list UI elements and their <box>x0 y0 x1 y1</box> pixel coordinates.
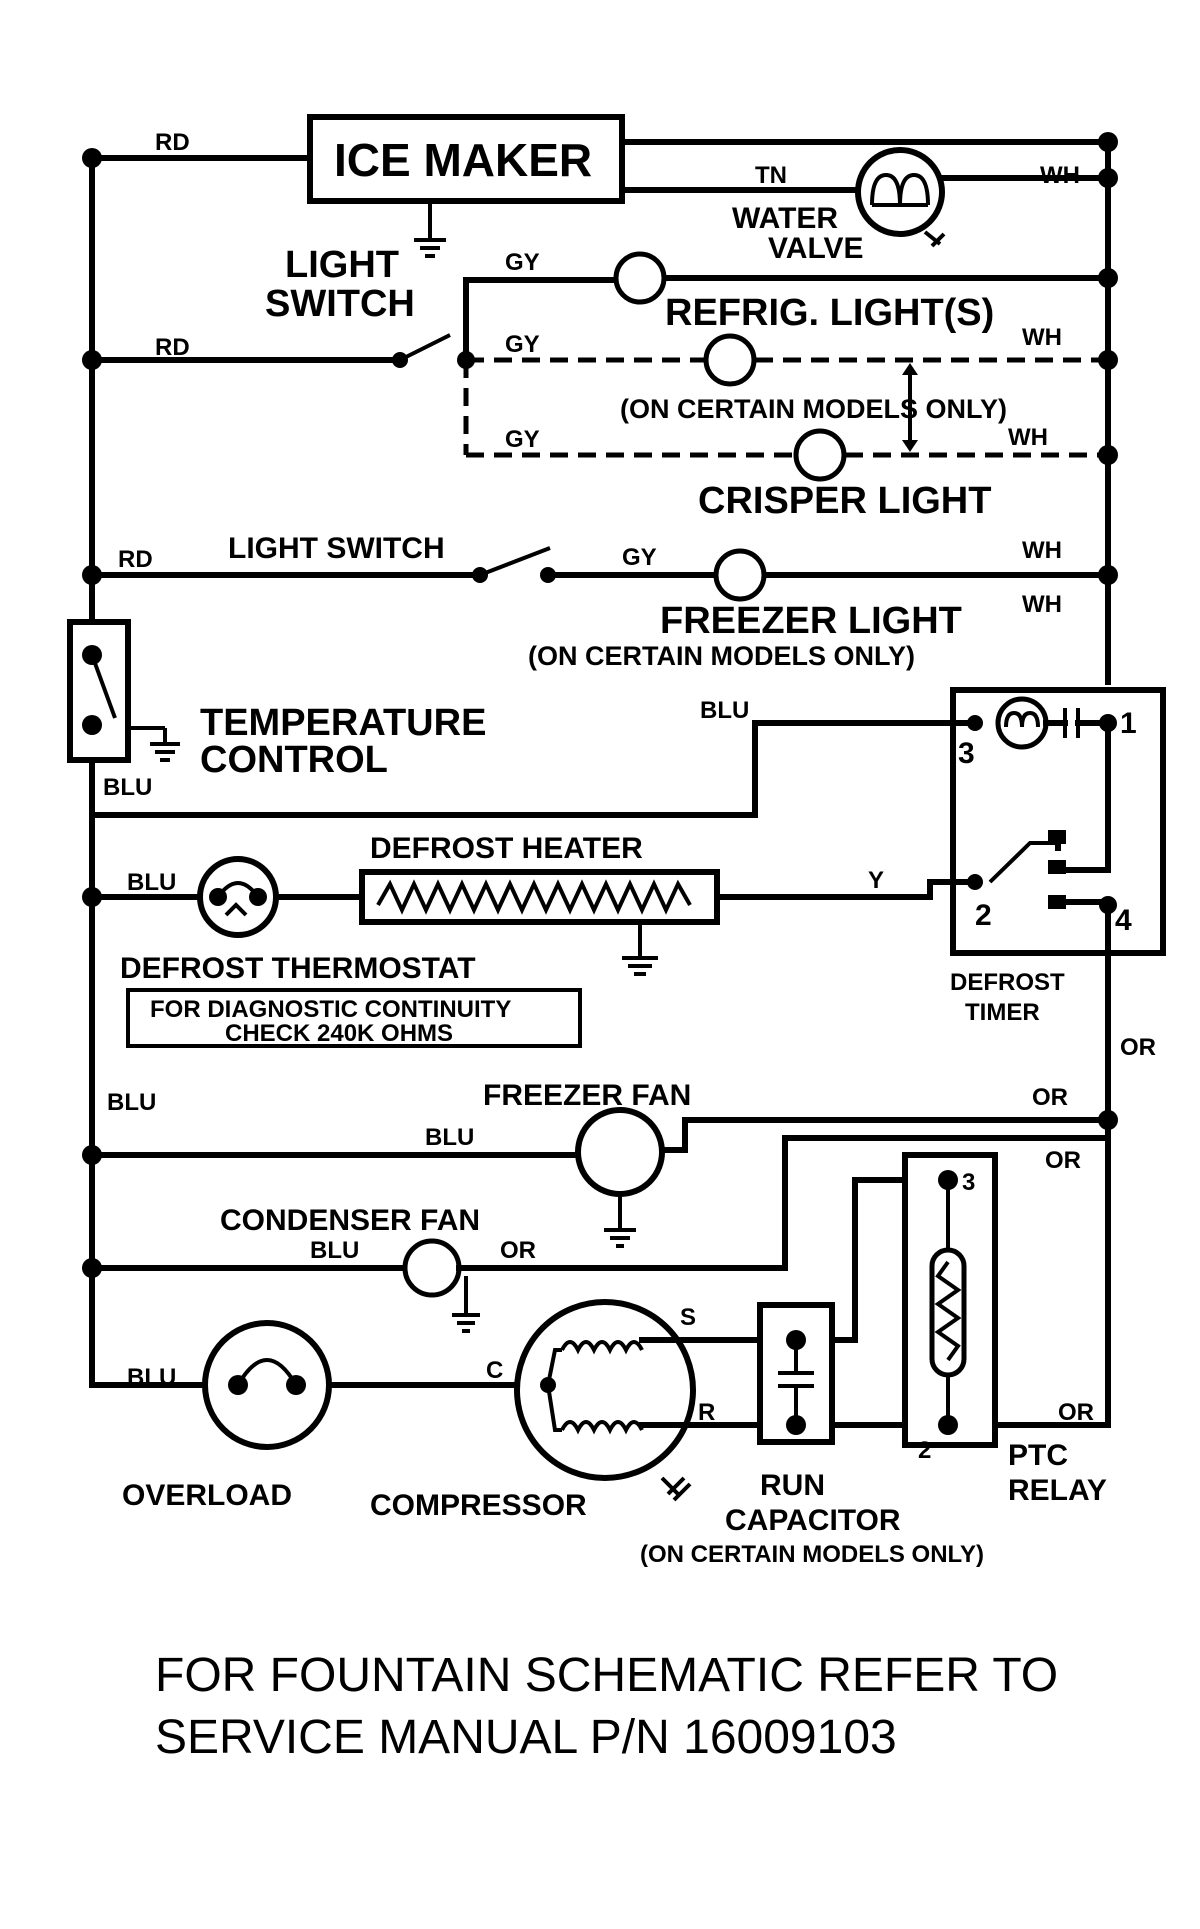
water-valve-label-2: VALVE <box>768 232 864 265</box>
overload-label: OVERLOAD <box>122 1479 292 1512</box>
wire-label-blu-6: BLU <box>310 1237 359 1264</box>
wire-label-gy-4: GY <box>622 544 657 571</box>
wire-label-gy-1: GY <box>505 249 540 276</box>
wire-label-blu-5: BLU <box>425 1124 474 1151</box>
wire-label-wh-4: WH <box>1022 537 1062 564</box>
freezer-fan-label: FREEZER FAN <box>483 1079 691 1112</box>
run-capacitor-label-2: CAPACITOR <box>725 1504 901 1537</box>
terminal-label-r: R <box>698 1399 715 1426</box>
ptc-relay-icon <box>852 1152 1111 1448</box>
ptc-relay-label-1: PTC <box>1008 1439 1068 1472</box>
condenser-fan-label: CONDENSER FAN <box>220 1204 480 1237</box>
diagnostic-note-line-1: FOR DIAGNOSTIC CONTINUITY <box>150 996 511 1023</box>
footer-line-1: FOR FOUNTAIN SCHEMATIC REFER TO <box>155 1649 1059 1702</box>
crisper-light-label: CRISPER LIGHT <box>698 480 991 522</box>
light-switch-2-label: LIGHT SWITCH <box>228 532 445 565</box>
diagnostic-note-box <box>126 988 582 1048</box>
condenser-fan-circuit <box>82 1135 1111 1333</box>
wire-label-wh-5: WH <box>1022 591 1062 618</box>
timer-terminal-2: 2 <box>975 899 992 932</box>
wire-label-wh-1: WH <box>1040 162 1080 189</box>
wire-label-rd-3: RD <box>118 546 153 573</box>
footer-note: FOR FOUNTAIN SCHEMATIC REFER TO SERVICE … <box>155 1645 1058 1769</box>
ice-maker-circuit <box>82 114 1118 258</box>
defrost-heater-circuit <box>82 856 978 1048</box>
compressor-icon <box>514 1299 696 1481</box>
defrost-timer-box <box>950 687 1166 956</box>
wire-label-blu-2: BLU <box>700 697 749 724</box>
defrost-timer-label-2: TIMER <box>965 999 1040 1026</box>
wire-label-gy-3: GY <box>505 426 540 453</box>
diagnostic-note-line-2: CHECK 240K OHMS <box>225 1020 453 1047</box>
defrost-timer-circuit <box>89 687 1166 956</box>
defrost-thermostat-label: DEFROST THERMOSTAT <box>120 952 476 985</box>
ice-maker-label: ICE MAKER <box>334 134 592 186</box>
defrost-timer-label-1: DEFROST <box>950 969 1065 996</box>
light-switch-label-1: LIGHT <box>285 244 399 286</box>
timer-terminal-3: 3 <box>958 737 975 770</box>
terminal-numbers: 1 3 2 4 3 2 <box>918 707 1137 1464</box>
refrig-light-circuit <box>82 251 1118 482</box>
wire-label-or-3: OR <box>1045 1147 1081 1174</box>
freezer-fan-circuit <box>82 1107 1118 1248</box>
terminal-label-c: C <box>486 1357 503 1384</box>
water-valve-label-1: WATER <box>732 202 838 235</box>
compressor-label: COMPRESSOR <box>370 1489 587 1522</box>
wire-label-or-4: OR <box>500 1237 536 1264</box>
timer-terminal-1: 1 <box>1120 707 1137 740</box>
component-labels: ICE MAKER WATER VALVE LIGHT SWITCH REFRI… <box>120 134 1107 1568</box>
wire-label-blu-7: BLU <box>127 1364 176 1391</box>
freezer-light-circuit <box>82 546 1118 602</box>
freezer-light-bulb-icon <box>713 548 767 602</box>
compressor-circuit <box>89 1299 803 1502</box>
wire-label-wh-2: WH <box>1022 324 1062 351</box>
condenser-fan-icon <box>402 1238 462 1298</box>
certain-models-label-2: (ON CERTAIN MODELS ONLY) <box>528 641 915 671</box>
wire-label-rd-1: RD <box>155 129 190 156</box>
freezer-fan-icon <box>575 1107 665 1197</box>
wire-label-blu-3: BLU <box>127 869 176 896</box>
wire-label-tn: TN <box>755 162 787 189</box>
timer-terminal-4: 4 <box>1115 904 1132 937</box>
refrig-light-bulb-icon <box>613 251 667 305</box>
crisper-light-bulb-icon <box>793 428 847 482</box>
overload-icon <box>202 1320 332 1450</box>
water-valve-icon <box>855 147 946 248</box>
certain-models-label-1: (ON CERTAIN MODELS ONLY) <box>620 394 1007 424</box>
ice-maker-box <box>307 114 625 204</box>
wire-label-blu-1: BLU <box>103 774 152 801</box>
certain-models-label-3: (ON CERTAIN MODELS ONLY) <box>640 1541 984 1568</box>
temperature-control-label-1: TEMPERATURE <box>200 702 486 744</box>
light-switch-label-2: SWITCH <box>265 283 415 325</box>
run-capacitor-icon <box>757 1302 951 1445</box>
temperature-control-label-2: CONTROL <box>200 739 388 781</box>
wire-label-y: Y <box>868 867 884 894</box>
wire-label-or-2: OR <box>1032 1084 1068 1111</box>
timer-motor-icon <box>995 696 1049 750</box>
temperature-control-icon <box>67 619 180 763</box>
refrig-light-2-bulb-icon <box>703 333 757 387</box>
defrost-heater-label: DEFROST HEATER <box>370 832 643 865</box>
wire-label-or-1: OR <box>1120 1034 1156 1061</box>
wire-label-blu-4: BLU <box>107 1089 156 1116</box>
ptc-relay-label-2: RELAY <box>1008 1474 1107 1507</box>
wire-label-wh-3: WH <box>1008 424 1048 451</box>
wire-label-gy-2: GY <box>505 331 540 358</box>
wire-label-rd-2: RD <box>155 334 190 361</box>
terminal-label-s: S <box>680 1304 696 1331</box>
wire-label-or-5: OR <box>1058 1399 1094 1426</box>
run-capacitor-label-1: RUN <box>760 1469 825 1502</box>
footer-line-2: SERVICE MANUAL P/N 16009103 <box>155 1711 897 1764</box>
wire-color-labels: RD TN WH GY RD GY WH GY WH RD GY WH WH B… <box>103 129 1156 1426</box>
relay-terminal-3: 3 <box>962 1169 975 1196</box>
refrig-light-label: REFRIG. LIGHT(S) <box>665 292 994 334</box>
relay-terminal-2: 2 <box>918 1437 931 1464</box>
freezer-light-label: FREEZER LIGHT <box>660 600 962 642</box>
